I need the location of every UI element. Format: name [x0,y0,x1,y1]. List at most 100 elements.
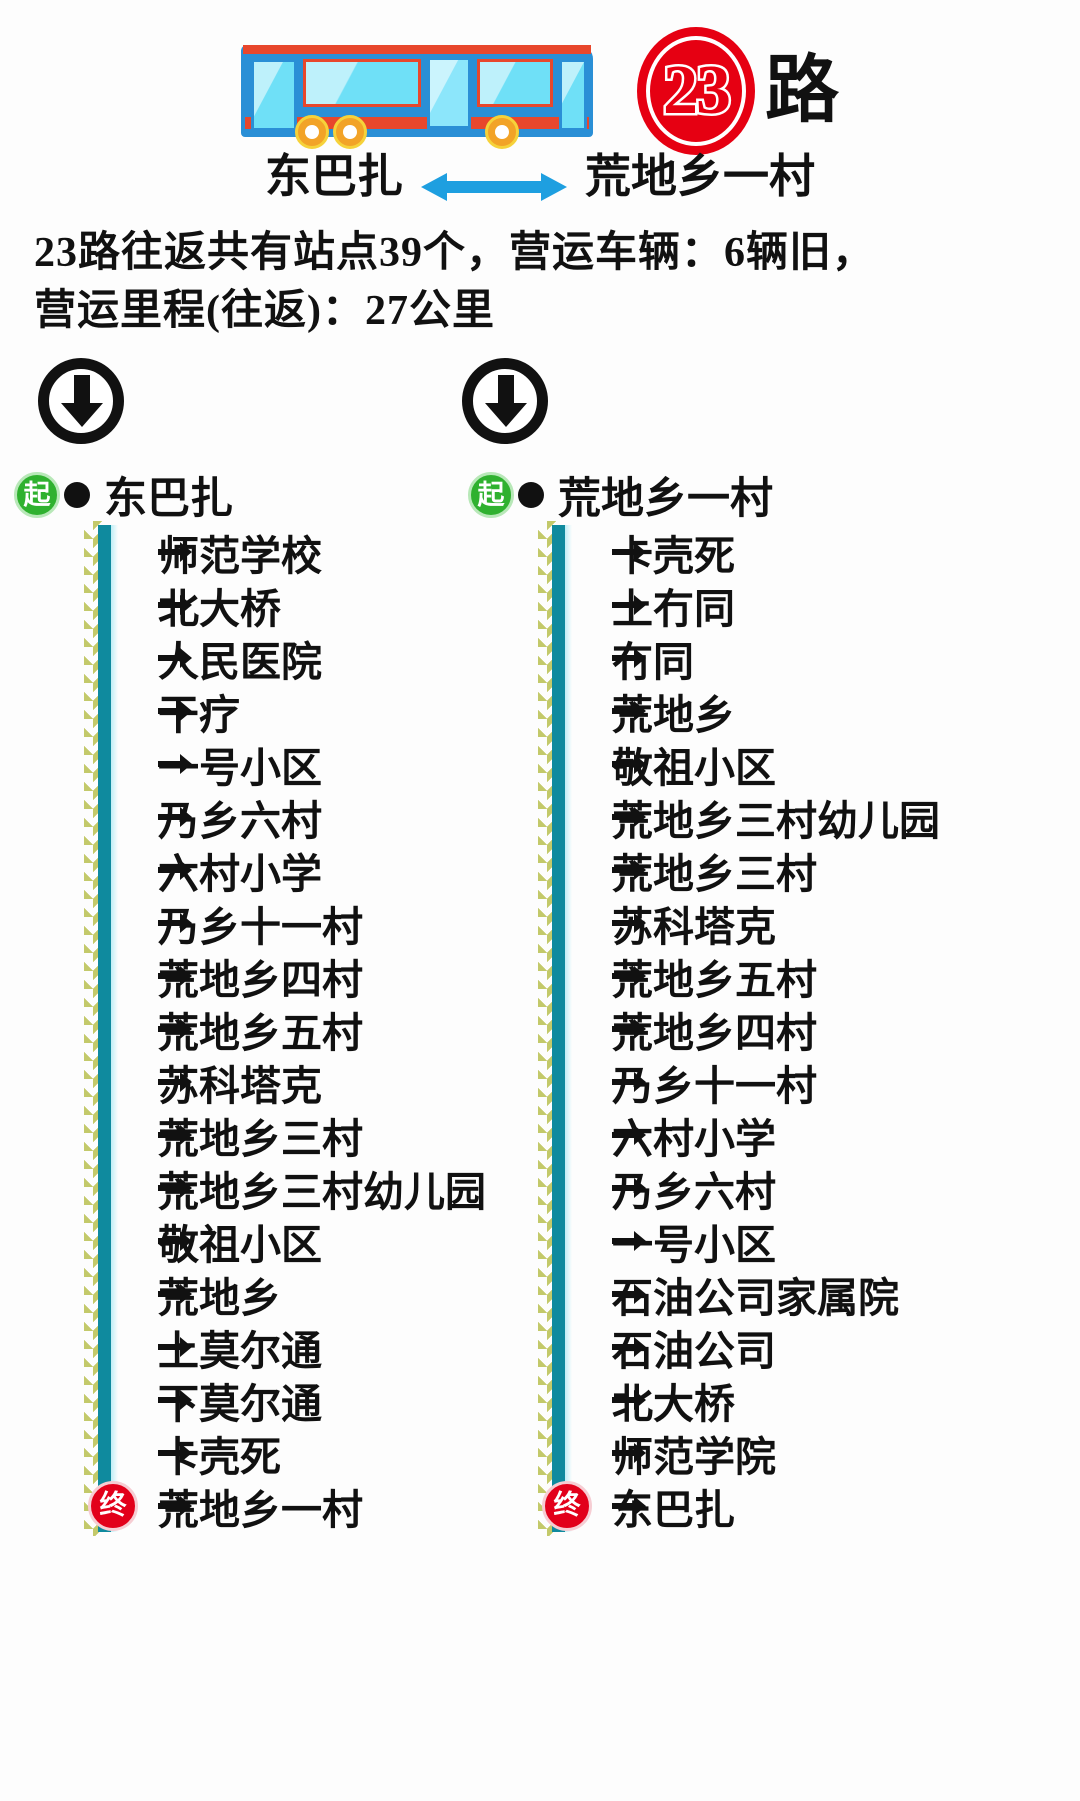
stop-row[interactable]: 荒地乡五村 [60,1002,544,1056]
direction-column-outbound: 起 东巴扎 师范学校 北大桥 人民医院 [14,465,544,1536]
start-terminus-row: 起 东巴扎 [14,465,544,525]
stop-row[interactable]: 人民医院 [60,631,544,685]
right-arrow-icon [612,1018,646,1039]
stop-row[interactable]: 卡壳死 [514,525,998,579]
stop-name: 荒地乡一村 [158,1486,363,1533]
stop-name: 荒地乡四村 [612,1009,817,1056]
stop-row[interactable]: 北大桥 [514,1373,998,1427]
rail-line [552,525,565,1532]
stop-row[interactable]: 苏科塔克 [514,896,998,950]
stop-row[interactable]: 师范学院 [514,1426,998,1480]
stop-name: 荒地乡五村 [612,956,817,1003]
route-number: 23 [661,52,734,129]
stop-row[interactable]: 北大桥 [60,578,544,632]
stop-list-outbound: 师范学校 北大桥 人民医院 干疗 一号小区 [14,521,544,1536]
start-badge-label: 起 [23,479,51,510]
rail-diamond-pattern [538,521,556,1536]
description-line-2: 营运里程(往返)：27公里 [34,287,495,334]
stop-row-end[interactable]: 终 荒地乡一村 [60,1479,544,1533]
right-arrow-icon [612,859,646,880]
start-dot-icon [64,482,90,508]
end-badge: 终 [88,1480,138,1531]
direction-arrows [0,358,1080,450]
stop-row[interactable]: 下莫尔通 [60,1373,544,1427]
stop-row[interactable]: 乃乡十一村 [60,896,544,950]
header: 23 路 [0,26,1080,156]
right-arrow-icon [612,806,646,827]
stop-list-inbound: 卡壳死 上冇同 冇同 荒地乡 敬祖小区 [468,521,998,1536]
stop-row[interactable]: 一号小区 [514,1214,998,1268]
right-arrow-icon [158,912,192,933]
right-arrow-icon [612,1230,646,1251]
stop-row[interactable]: 一号小区 [60,737,544,791]
right-arrow-icon [612,1336,646,1357]
stop-row[interactable]: 乃乡十一村 [514,1055,998,1109]
stop-row[interactable]: 荒地乡三村 [514,843,998,897]
stop-row[interactable]: 冇同 [514,631,998,685]
stop-row[interactable]: 荒地乡 [514,684,998,738]
double-arrow-icon [421,160,567,201]
stop-name: 荒地乡四村 [158,956,363,1003]
right-arrow-icon [158,1177,192,1198]
start-badge-label: 起 [477,479,505,510]
stop-row[interactable]: 敬祖小区 [60,1214,544,1268]
stop-row[interactable]: 上冇同 [514,578,998,632]
stop-row[interactable]: 苏科塔克 [60,1055,544,1109]
stop-name: 北大桥 [612,1380,735,1427]
end-badge-label: 终 [553,1490,581,1520]
stop-name: 冇同 [612,638,694,685]
stop-row-end[interactable]: 终 东巴扎 [514,1479,998,1533]
stop-row[interactable]: 师范学校 [60,525,544,579]
start-badge: 起 [14,472,60,518]
right-arrow-icon [158,647,192,668]
bus-wheel-icon [295,115,329,149]
stop-row[interactable]: 荒地乡四村 [514,1002,998,1056]
rail-glow [111,525,118,1532]
stop-row[interactable]: 荒地乡三村幼儿园 [514,790,998,844]
right-arrow-icon [158,859,192,880]
description-line-1: 23路往返共有站点39个，营运车辆：6辆旧， [34,230,876,276]
stop-row[interactable]: 荒地乡 [60,1267,544,1321]
right-arrow-icon [612,1283,646,1304]
start-dot-icon [518,482,544,508]
stop-row[interactable]: 卡壳死 [60,1426,544,1480]
stop-row[interactable]: 荒地乡五村 [514,949,998,1003]
right-arrow-icon [158,1283,192,1304]
stop-name: 卡壳死 [158,1433,281,1480]
origin-label: 东巴扎 [265,151,403,202]
stop-row[interactable]: 荒地乡四村 [60,949,544,1003]
stop-name: 东巴扎 [612,1486,735,1533]
stop-name: 荒地乡 [158,1274,281,1321]
route-suffix-label: 路 [765,50,839,132]
stop-name: 石油公司家属院 [612,1274,899,1321]
stop-name: 卡壳死 [612,532,735,579]
stop-row[interactable]: 敬祖小区 [514,737,998,791]
stop-row[interactable]: 石油公司家属院 [514,1267,998,1321]
right-arrow-icon [158,1389,192,1410]
stop-row[interactable]: 荒地乡三村幼儿园 [60,1161,544,1215]
end-badge: 终 [542,1480,592,1531]
direction-column-inbound: 起 荒地乡一村 卡壳死 上冇同 冇同 [468,465,998,1536]
right-arrow-icon [612,1389,646,1410]
right-arrow-icon [158,594,192,615]
right-arrow-icon [612,1177,646,1198]
stop-row[interactable]: 六村小学 [514,1108,998,1162]
route-number-badge: 23 [637,27,755,155]
right-arrow-icon [158,541,192,562]
stop-row[interactable]: 石油公司 [514,1320,998,1374]
right-arrow-icon [612,1071,646,1092]
stop-row[interactable]: 乃乡六村 [60,790,544,844]
stop-row[interactable]: 干疗 [60,684,544,738]
right-arrow-icon [612,965,646,986]
stop-row[interactable]: 乃乡六村 [514,1161,998,1215]
stop-name: 上冇同 [612,585,735,632]
stop-row[interactable]: 荒地乡三村 [60,1108,544,1162]
stop-row[interactable]: 六村小学 [60,843,544,897]
bus-wheel-icon [333,115,367,149]
stop-row[interactable]: 上莫尔通 [60,1320,544,1374]
right-arrow-icon [158,1442,192,1463]
right-arrow-icon [612,594,646,615]
right-arrow-icon [158,965,192,986]
stop-name: 荒地乡 [612,691,735,738]
right-arrow-icon [612,753,646,774]
